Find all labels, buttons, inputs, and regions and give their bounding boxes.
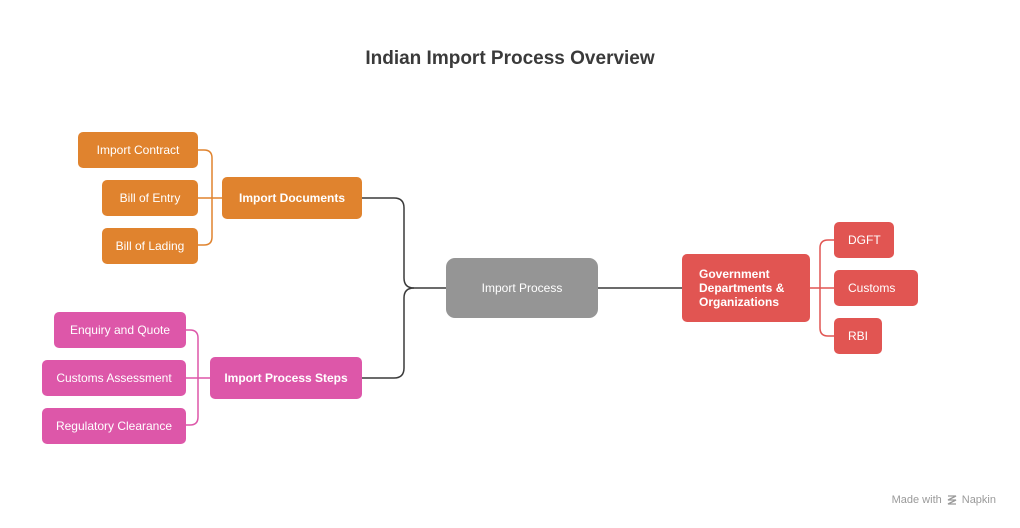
bill-of-lading-node: Bill of Lading [102,228,198,264]
import-process-node: Import Process [446,258,598,318]
footer-text: Made with [891,494,942,506]
regulatory-clearance-node: Regulatory Clearance [42,408,186,444]
napkin-logo-icon [947,495,957,505]
import-documents-node: Import Documents [222,177,362,219]
import-contract-node: Import Contract [78,132,198,168]
government-departments-node: Government Departments & Organizations [682,254,810,322]
enquiry-and-quote-node: Enquiry and Quote [54,312,186,348]
customs-node: Customs [834,270,918,306]
made-with-napkin-footer: Made with Napkin [892,494,996,506]
steps-to-center-line [361,287,415,379]
documents-to-center-line [361,197,454,289]
dgft-node: DGFT [834,222,894,258]
customs-assessment-node: Customs Assessment [42,360,186,396]
bill-of-entry-node: Bill of Entry [102,180,198,216]
footer-brand: Napkin [961,494,996,506]
rbi-node: RBI [834,318,882,354]
import-process-steps-node: Import Process Steps [210,357,362,399]
diagram-title: Indian Import Process Overview [365,48,655,69]
